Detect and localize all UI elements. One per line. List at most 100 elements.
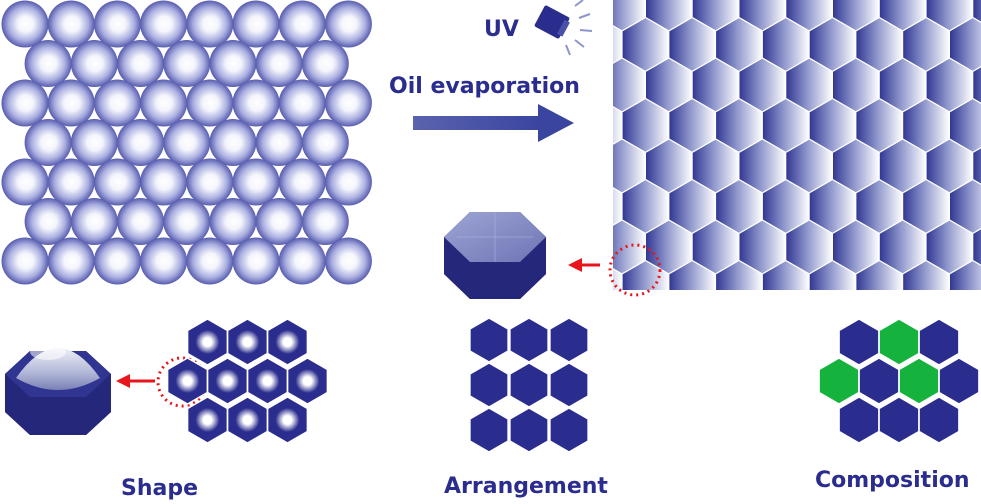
sphere (209, 119, 257, 166)
sphere-grid (1, 0, 372, 285)
composition-hex-cell (878, 318, 920, 366)
sphere (93, 158, 141, 206)
hex-cell (613, 268, 623, 290)
sphere (278, 79, 326, 127)
shape-label: Shape (121, 476, 199, 501)
sphere (278, 158, 326, 206)
hex-prism-model (444, 212, 546, 299)
arrangement-hex-cell (469, 407, 509, 453)
arrangement-hex-cluster (469, 317, 589, 453)
sphere (324, 158, 372, 206)
sphere (163, 119, 211, 166)
sphere (232, 0, 280, 48)
arrangement-hex-cell (549, 407, 589, 453)
uv-label: UV (484, 17, 519, 42)
sphere (117, 119, 164, 166)
arrangement-hex-cell (469, 317, 509, 363)
sphere (24, 198, 72, 245)
sphere (324, 237, 372, 285)
hex-cell (761, 259, 810, 290)
composition-hex-cell (858, 357, 900, 405)
sphere (47, 158, 95, 206)
sphere (47, 237, 95, 285)
sphere (232, 237, 280, 285)
hex-array-panel (552, 0, 981, 355)
shape-hex-glow (175, 369, 200, 393)
prism-callout-circle (608, 243, 662, 297)
hex-cell (948, 259, 981, 290)
sphere (47, 79, 95, 127)
hex-cell (901, 259, 951, 290)
sphere (93, 237, 141, 285)
hex-cell (808, 259, 857, 290)
oil-evaporation-label: Oil evaporation (389, 74, 580, 99)
sphere (232, 158, 280, 206)
sphere (186, 158, 234, 206)
shape-hex-glow (235, 408, 260, 432)
sphere (70, 198, 118, 245)
composition-hex-cell (898, 357, 940, 405)
arrangement-hex-cell (509, 317, 549, 363)
sphere (140, 79, 188, 127)
arrangement-hex-cell (509, 407, 549, 453)
uv-lamp-icon (534, 0, 593, 56)
prism-callout-arrow (568, 258, 600, 272)
composition-hex-cell (818, 357, 860, 405)
sphere (1, 0, 49, 48)
hex-cell (739, 301, 786, 355)
shape-hex-glow (275, 330, 300, 354)
sphere (93, 0, 141, 48)
sphere (140, 158, 188, 206)
shape-hex-glow (275, 408, 300, 432)
arrangement-label: Arrangement (444, 474, 608, 499)
arrangement-hex-cell (469, 362, 509, 408)
hex-cell (786, 301, 833, 355)
shape-hex-cluster (166, 318, 329, 444)
sphere (117, 198, 164, 245)
sphere (140, 0, 188, 48)
arrangement-hex-cell (549, 317, 589, 363)
sphere (209, 40, 257, 87)
hex-cell (973, 301, 981, 355)
hex-cell (552, 139, 599, 193)
sphere (255, 198, 303, 245)
sphere (232, 79, 280, 127)
composition-hex-cell (918, 318, 960, 366)
sphere (70, 40, 118, 87)
sphere (324, 0, 372, 48)
composition-hex-cell (918, 396, 960, 444)
sphere (93, 79, 141, 127)
domed-prism-model (5, 344, 111, 435)
sphere (278, 0, 326, 48)
sphere (255, 119, 303, 166)
sphere (70, 119, 118, 166)
hex-cell (599, 301, 646, 355)
composition-hex-cluster (818, 318, 980, 444)
shape-hex-glow (235, 330, 260, 354)
sphere (324, 79, 372, 127)
sphere (1, 158, 49, 206)
hex-cell (668, 259, 717, 290)
hex-cell (714, 259, 763, 290)
shape-hex-glow (215, 369, 240, 393)
sphere (301, 119, 349, 166)
sphere (1, 79, 49, 127)
composition-hex-cell (838, 396, 880, 444)
sphere (117, 40, 164, 87)
sphere (24, 40, 72, 87)
sphere (255, 40, 303, 87)
sphere (278, 237, 326, 285)
arrangement-hex-cell (549, 362, 589, 408)
sphere (186, 237, 234, 285)
hex-cell (855, 259, 904, 290)
hex-cell (645, 301, 692, 355)
shape-hex-glow (255, 369, 280, 393)
sphere (209, 198, 257, 245)
shape-hex-glow (195, 330, 220, 354)
shape-hex-glow (195, 408, 220, 432)
shape-hex-glow (295, 369, 320, 393)
composition-label: Composition (815, 468, 970, 493)
sphere (163, 198, 211, 245)
sphere (301, 40, 349, 87)
